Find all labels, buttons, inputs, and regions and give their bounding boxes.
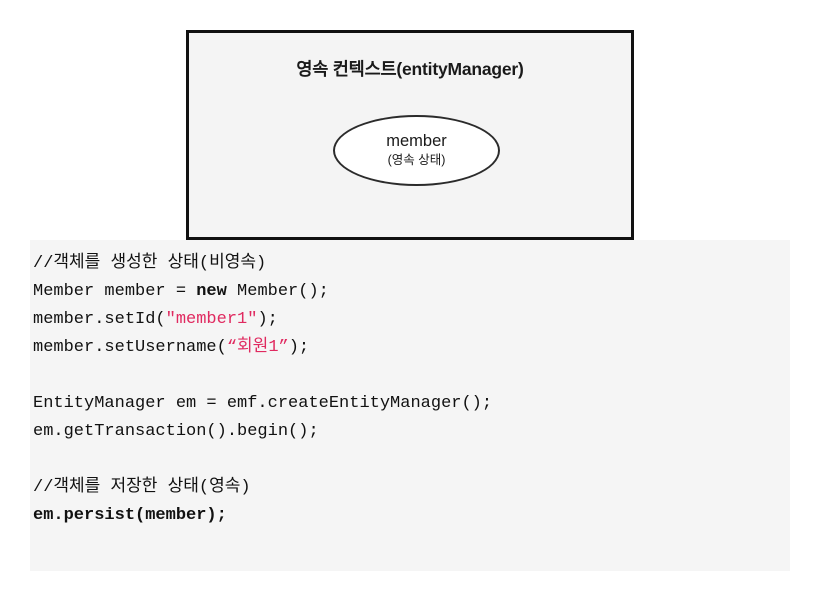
string-literal: “회원1” [226,338,289,357]
line-1-comment-non-persistent: //객체를 생성한 상태(비영속) [33,250,790,278]
code-text: ); [288,338,310,357]
line-4-set-username: member.setUsername(“회원1”); [33,334,790,362]
entity-state-label: (영속 상태) [387,152,446,167]
code-text: //객체를 저장한 상태(영속) [33,478,251,497]
line-2-new-member: Member member = new Member(); [33,278,790,306]
line-7-begin-transaction: em.getTransaction().begin(); [33,418,790,446]
code-text: em.persist(member); [33,506,227,525]
line-8-blank [33,446,790,474]
line-6-create-entity-manager: EntityManager em = emf.createEntityManag… [33,390,790,418]
code-text: ); [257,310,278,329]
code-text: em.getTransaction().begin(); [33,422,319,441]
line-10-persist: em.persist(member); [33,502,790,530]
line-5-blank [33,362,790,390]
code-text: //객체를 생성한 상태(비영속) [33,254,267,273]
code-text: EntityManager em = emf.createEntityManag… [33,394,493,413]
line-9-comment-persistent: //객체를 저장한 상태(영속) [33,474,790,502]
code-text: member.setId( [33,310,166,329]
persistence-context-box: 영속 컨텍스트(entityManager) member (영속 상태) [186,30,634,240]
code-text: Member member = [33,282,197,301]
entity-name-label: member [386,132,447,151]
keyword-token: new [196,282,227,301]
member-entity-ellipse: member (영속 상태) [333,115,500,186]
persistence-context-title: 영속 컨텍스트(entityManager) [296,59,524,79]
code-text: Member(); [226,282,329,301]
code-text: member.setUsername( [33,338,227,357]
string-literal: "member1" [165,310,258,329]
code-snippet-block: //객체를 생성한 상태(비영속) Member member = new Mem… [30,240,790,571]
line-3-set-id: member.setId("member1"); [33,306,790,334]
